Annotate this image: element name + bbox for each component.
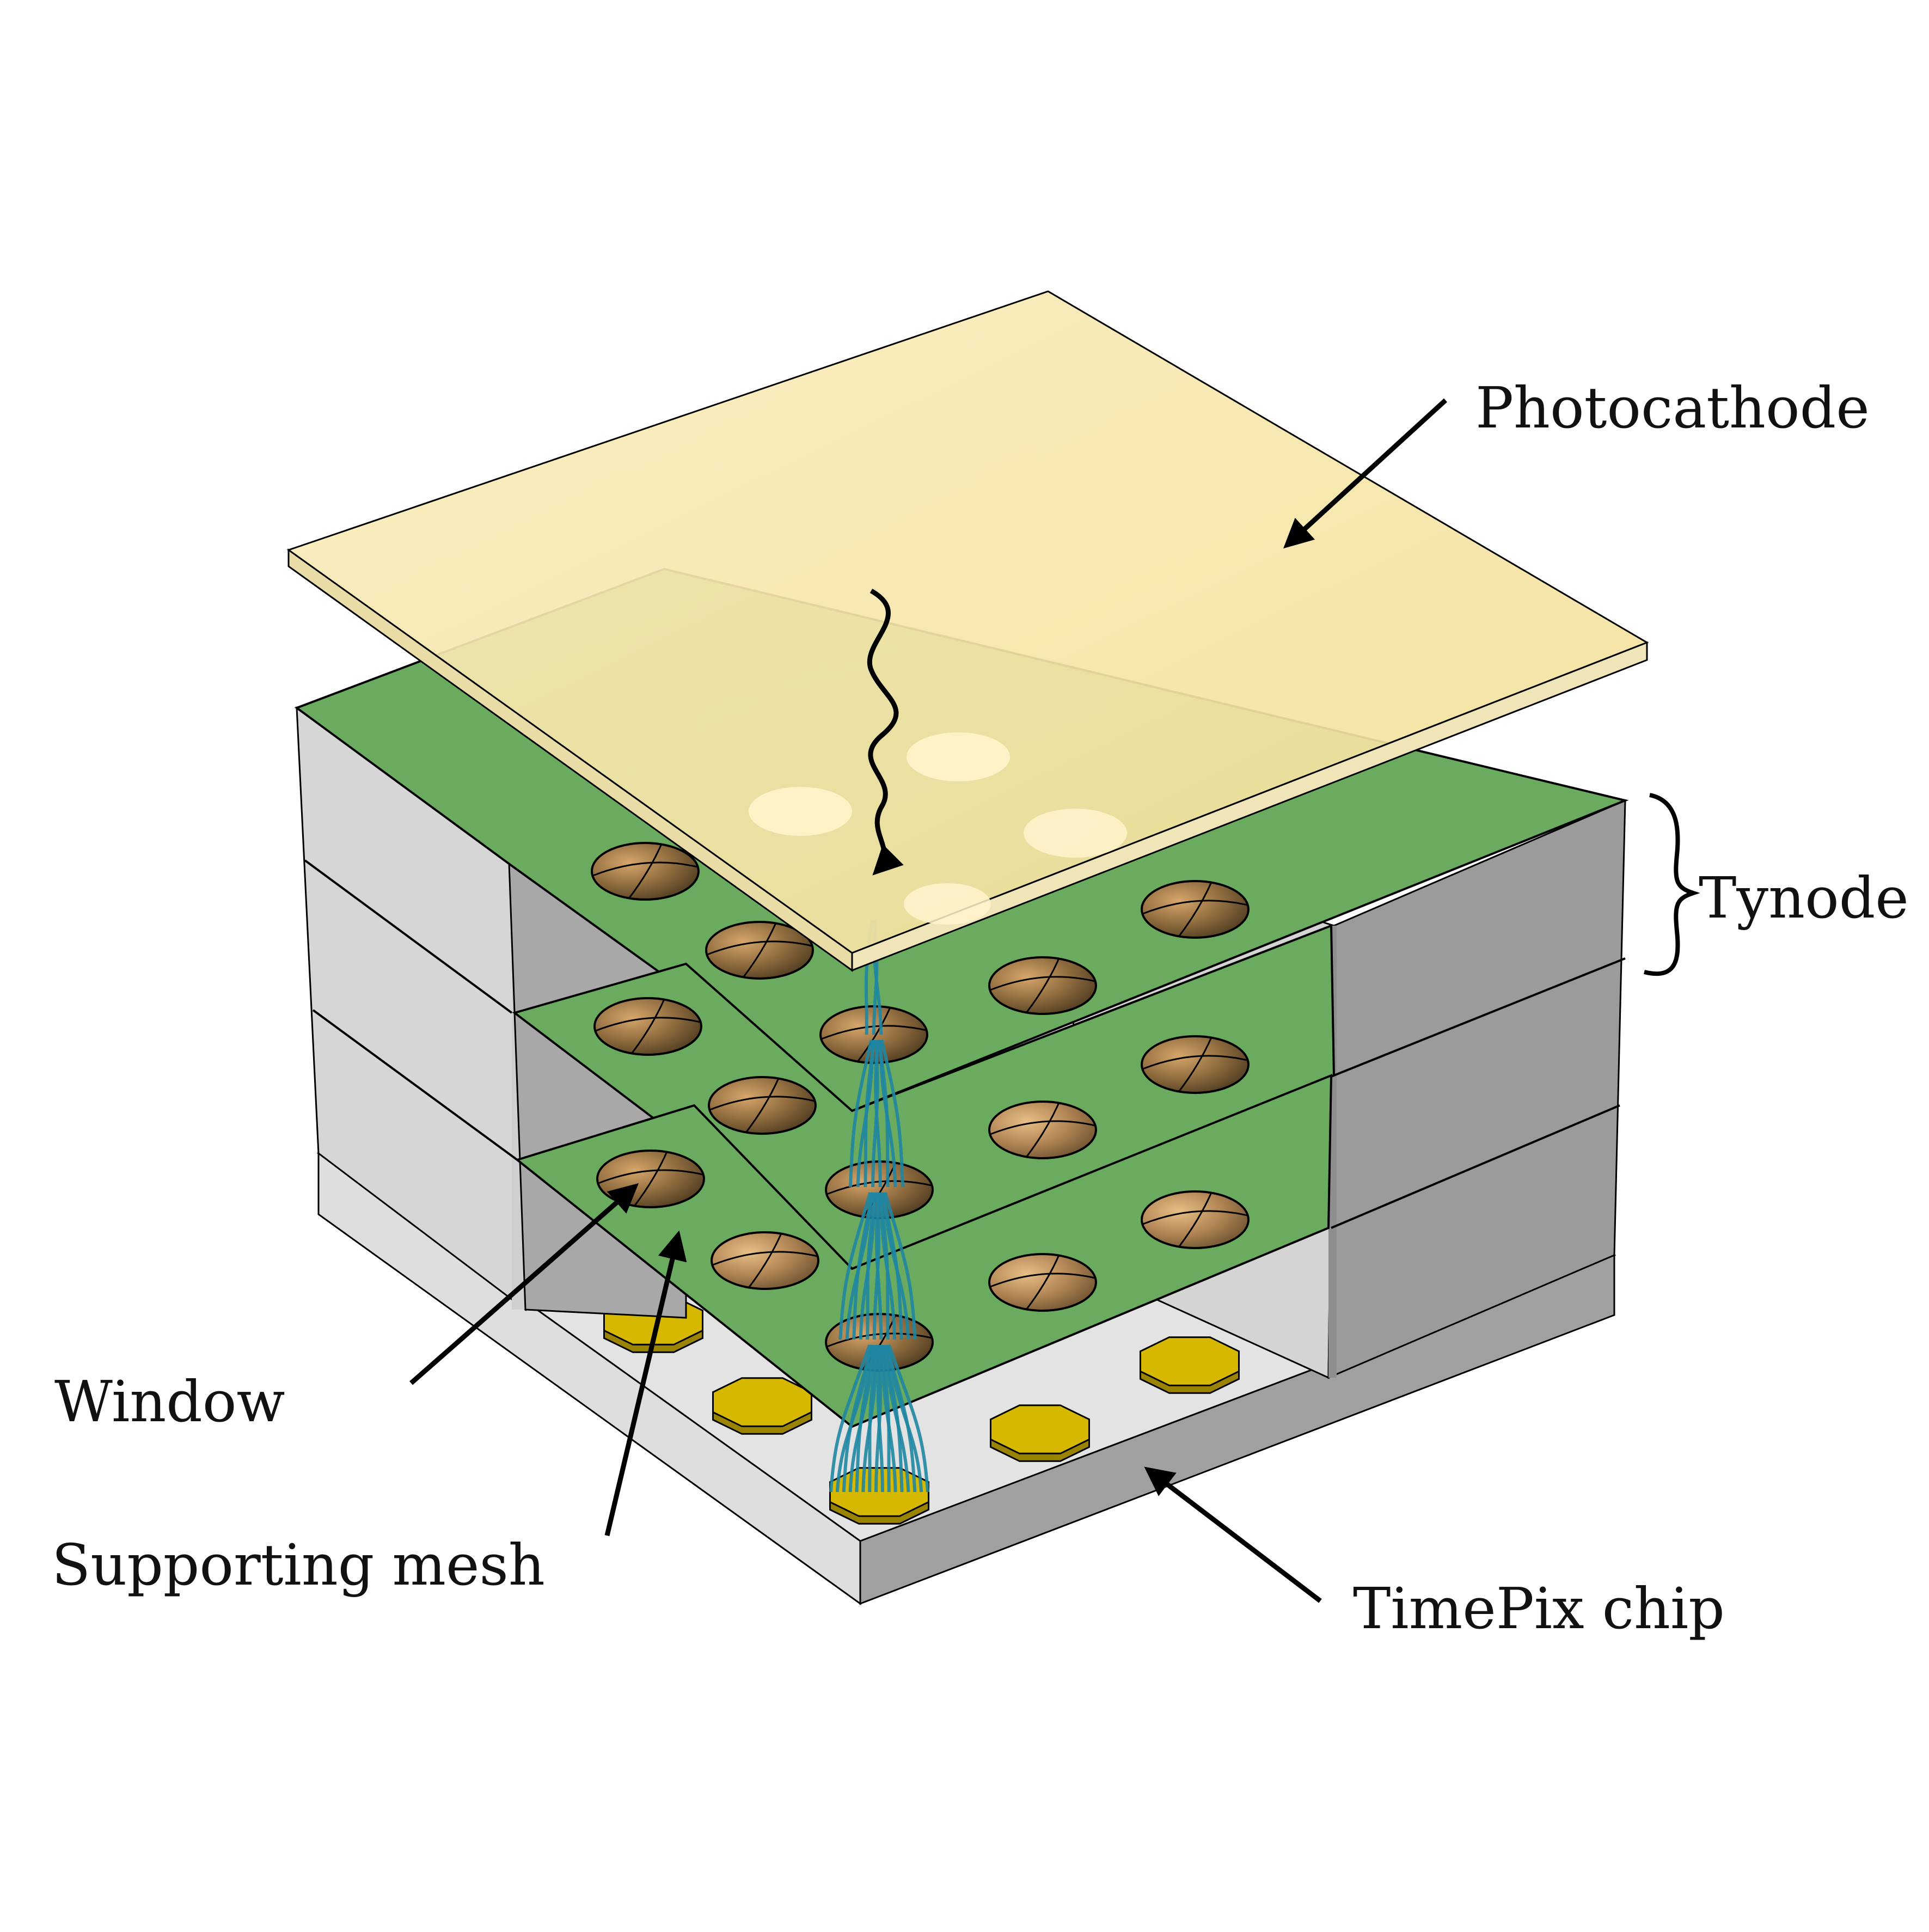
dome-rib	[709, 1096, 815, 1111]
window-dome	[1141, 1190, 1250, 1249]
wall-seam	[304, 859, 513, 1014]
electron-track	[887, 1344, 930, 1493]
photocathode-spot	[904, 883, 991, 925]
dome-rib	[748, 1233, 782, 1288]
window-dome	[1141, 880, 1250, 939]
dome-rib	[990, 1273, 1095, 1288]
photocathode-label: Photocathode	[1475, 375, 1870, 441]
tynode-layer-middle	[512, 924, 1336, 1270]
photocathode-spot	[749, 787, 852, 836]
pixel-pad	[990, 1404, 1090, 1454]
dome-rib	[1178, 1037, 1212, 1092]
pixel-pads	[603, 1295, 1240, 1525]
window-dome	[988, 1253, 1097, 1312]
electron-track	[829, 1344, 872, 1493]
wall-seam	[1331, 1104, 1620, 1229]
window-dome	[593, 997, 702, 1056]
wall-seam	[1333, 957, 1626, 1077]
dome-rib	[990, 976, 1095, 991]
tynode-brace	[1644, 793, 1700, 976]
electron-track	[874, 1040, 882, 1188]
dome-rib	[630, 999, 665, 1054]
electron-track	[882, 1192, 910, 1340]
electron-track	[874, 1192, 883, 1340]
electron-track	[838, 1192, 872, 1340]
electron-track	[866, 1192, 878, 1340]
timepix-leader	[1144, 1466, 1322, 1603]
photocathode-spot	[1024, 809, 1127, 858]
dome-rib	[990, 1120, 1095, 1135]
dome-rib	[1178, 1192, 1212, 1248]
tynode-label: Tynode	[1699, 865, 1909, 931]
pixel-pad	[712, 1377, 812, 1427]
electron-track	[852, 1192, 875, 1340]
dome-rib	[1025, 958, 1060, 1013]
photocathode-spot	[907, 732, 1010, 781]
dome-rib	[745, 1078, 780, 1133]
photocathode-leader	[1283, 398, 1448, 549]
dome-rib	[1025, 1102, 1060, 1158]
supporting-mesh-label: Supporting mesh	[52, 1532, 545, 1598]
window-label: Window	[54, 1368, 285, 1435]
dome-rib	[1142, 900, 1248, 915]
timepix-chip-label: TimePix chip	[1353, 1575, 1725, 1642]
dome-rib	[712, 1251, 818, 1266]
wall-seam	[312, 1009, 518, 1161]
dome-rib	[856, 1007, 891, 1062]
dome-rib	[628, 843, 663, 899]
electron-track	[868, 1344, 879, 1493]
electron-track	[880, 1344, 897, 1493]
window-dome	[1141, 1035, 1250, 1094]
dome-rib	[592, 861, 698, 877]
window-dome	[988, 956, 1097, 1015]
dome-rib	[595, 1017, 701, 1032]
annotations: Photocathode Tynode Window Supporting me…	[52, 375, 1909, 1642]
dome-rib	[598, 1169, 703, 1184]
window-dome	[596, 1150, 705, 1208]
dome-rib	[707, 940, 812, 956]
electron-track	[864, 1040, 876, 1188]
electron-track	[855, 1344, 877, 1493]
window-dome	[988, 1100, 1097, 1159]
photocathode-edge-right	[851, 641, 1648, 972]
electron-track	[878, 1040, 897, 1188]
dome-rib	[742, 922, 777, 978]
dome-rib	[1178, 882, 1212, 937]
window-dome	[711, 1231, 819, 1290]
electron-track	[876, 1344, 884, 1493]
dome-rib	[826, 1332, 932, 1348]
electron-track	[848, 1040, 873, 1188]
electron-track	[879, 1192, 897, 1340]
supporting-mesh-leader	[604, 1230, 687, 1537]
pixel-pad	[1140, 1336, 1240, 1386]
dome-rib	[1025, 1255, 1060, 1310]
electron-track	[886, 1344, 923, 1493]
photon-wave	[867, 589, 904, 876]
dome-rib	[1142, 1055, 1248, 1070]
electron-track	[842, 1344, 874, 1493]
dome-rib	[1142, 1210, 1248, 1225]
electron-track	[880, 1040, 905, 1188]
window-dome	[708, 1076, 817, 1135]
photocathode-plate	[286, 290, 1649, 972]
electron-track	[883, 1344, 910, 1493]
window-leader	[409, 1183, 639, 1385]
window-dome	[705, 921, 814, 980]
window-dome	[591, 842, 700, 901]
electron-track	[883, 1192, 917, 1340]
